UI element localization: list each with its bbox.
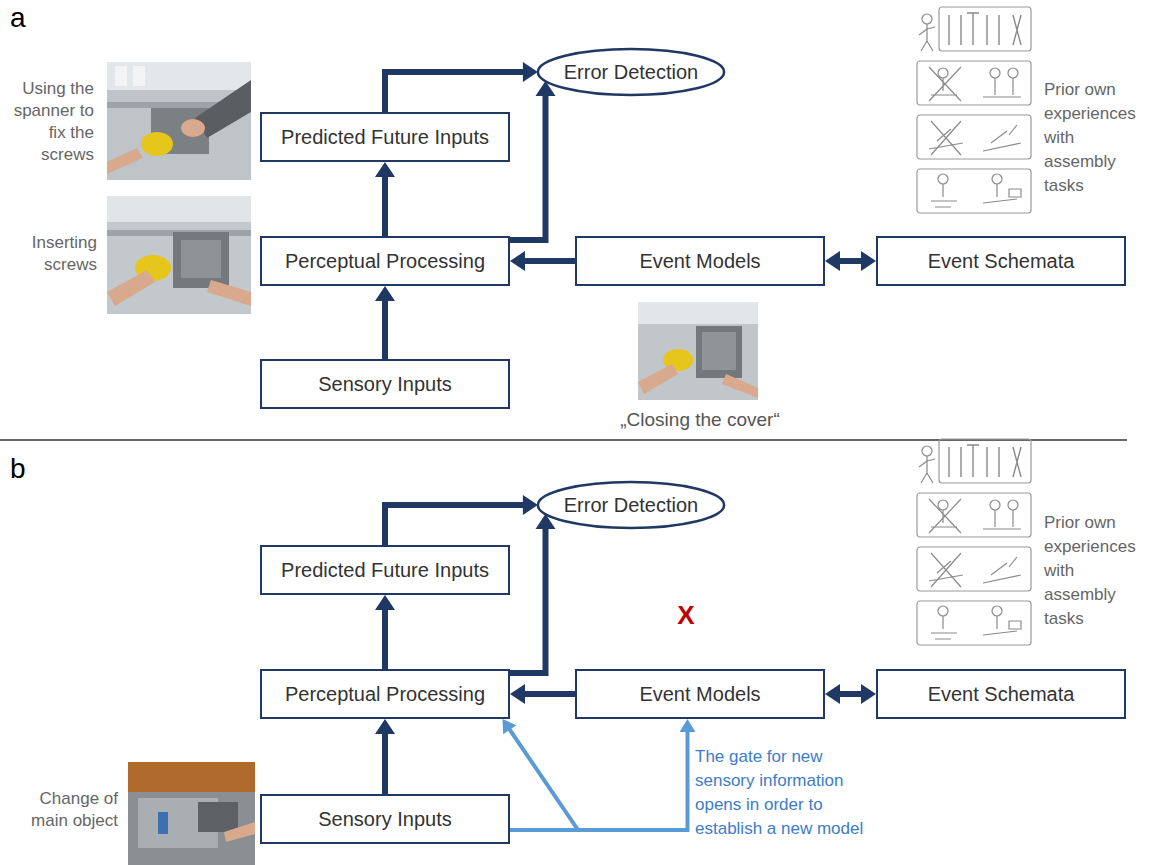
node-text: Event Models	[639, 249, 760, 273]
connector-arrow	[510, 251, 575, 271]
connector-arrow	[510, 719, 696, 830]
connector-line	[510, 94, 546, 240]
node-text: Perceptual Processing	[285, 682, 485, 706]
process-box: Sensory Inputs	[260, 794, 510, 844]
connector-arrow	[510, 81, 556, 240]
node-text: Event Schemata	[928, 249, 1075, 273]
arrow-head	[510, 251, 525, 271]
connector-arrow	[825, 684, 876, 704]
connector-arrow	[385, 62, 538, 112]
node-text: Perceptual Processing	[285, 249, 485, 273]
ellipse-node: Error Detection	[536, 480, 726, 530]
process-box: Predicted Future Inputs	[260, 112, 510, 162]
process-box: Perceptual Processing	[260, 669, 510, 719]
connector-line	[382, 732, 388, 794]
process-box: Event Models	[575, 236, 825, 286]
node-text: Event Models	[639, 682, 760, 706]
ellipse-node: Error Detection	[536, 47, 726, 97]
connector-arrow	[375, 162, 395, 236]
experience-icons	[917, 439, 1031, 645]
arrow-head	[861, 684, 876, 704]
connector-line	[523, 258, 575, 264]
photo-inserting-screws	[107, 196, 251, 314]
arrow-head	[375, 286, 395, 301]
arrow-head	[861, 251, 876, 271]
connector-arrow	[375, 286, 395, 359]
annotation-label: b	[10, 453, 40, 485]
experience-icons	[917, 7, 1031, 213]
process-box: Predicted Future Inputs	[260, 545, 510, 595]
arrow-head	[825, 251, 840, 271]
annotation-label: Using the spanner to fix the screws	[12, 78, 94, 166]
connector-line	[382, 299, 388, 359]
node-text: Sensory Inputs	[318, 807, 451, 831]
annotation-label: Prior own experiences with assembly task…	[1044, 511, 1146, 631]
annotation-label: Inserting screws	[12, 232, 97, 276]
connector-arrow	[825, 251, 876, 271]
photo-spanner	[107, 62, 251, 180]
arrow-head	[825, 684, 840, 704]
annotation-label: Prior own experiences with assembly task…	[1044, 78, 1146, 198]
process-box: Sensory Inputs	[260, 359, 510, 409]
connector-line	[510, 730, 688, 830]
node-text: Event Schemata	[928, 682, 1075, 706]
node-text: Error Detection	[564, 493, 699, 517]
arrow-head	[375, 719, 395, 734]
connector-line	[382, 608, 388, 669]
annotation-label: Change of main object	[20, 788, 118, 832]
photo-closing-cover	[638, 302, 758, 400]
ellipse-shape	[538, 482, 724, 528]
process-box: Event Schemata	[876, 669, 1126, 719]
node-text: Error Detection	[564, 60, 699, 84]
annotation-label: a	[10, 2, 40, 34]
connector-line	[509, 728, 578, 830]
connector-line	[510, 527, 546, 673]
connector-arrow	[375, 595, 395, 669]
connector-arrow	[510, 514, 556, 673]
connector-arrow	[503, 719, 579, 830]
arrow-head	[523, 62, 538, 82]
connector-line	[523, 691, 575, 697]
arrow-head	[375, 162, 395, 177]
node-text: Predicted Future Inputs	[281, 125, 489, 149]
node-text: Sensory Inputs	[318, 372, 451, 396]
arrow-head	[510, 684, 525, 704]
connector-arrow	[375, 719, 395, 794]
arrow-head	[375, 595, 395, 610]
process-box: Event Schemata	[876, 236, 1126, 286]
annotation-label: The gate for new sensory information ope…	[695, 745, 885, 841]
connector-arrow	[510, 684, 575, 704]
process-box: Perceptual Processing	[260, 236, 510, 286]
annotation-label: „Closing the cover“	[600, 408, 800, 432]
arrow-head	[523, 495, 538, 515]
connector-arrow	[385, 495, 538, 545]
connector-line	[385, 505, 525, 545]
connector-line	[838, 691, 864, 697]
connector-line	[382, 175, 388, 236]
arrow-head	[680, 719, 696, 732]
annotation-label: X	[672, 600, 700, 630]
connector-line	[838, 258, 864, 264]
ellipse-shape	[538, 49, 724, 95]
photo-change-object	[128, 762, 255, 865]
process-box: Event Models	[575, 669, 825, 719]
connector-line	[385, 72, 525, 112]
node-text: Predicted Future Inputs	[281, 558, 489, 582]
arrow-head	[503, 719, 517, 734]
